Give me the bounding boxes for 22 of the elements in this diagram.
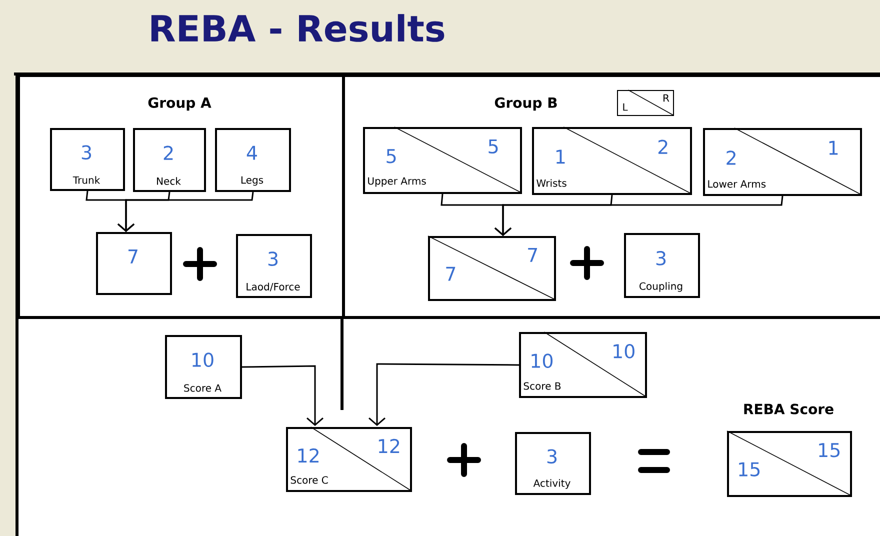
arrow xyxy=(368,363,520,426)
score-box: 3 Laod/Force xyxy=(236,234,312,298)
score-box: 3 Coupling xyxy=(624,233,700,298)
arrow xyxy=(118,192,254,232)
score-box: 4 Legs xyxy=(215,128,291,192)
score-box: 3 Activity xyxy=(515,432,591,495)
node-label: REBA Score xyxy=(744,404,834,414)
split-score-box: 15 15 REBA Score xyxy=(726,404,852,497)
score-box: 3 Trunk xyxy=(50,128,125,191)
left-right-key-box: L R xyxy=(617,90,674,116)
score-box: 10 Score A xyxy=(165,335,242,399)
split-score-box: 12 12 Score C xyxy=(286,426,412,492)
split-score-box: 2 1 Lower Arms xyxy=(703,128,862,196)
arrow xyxy=(242,365,324,426)
score-box: 7 xyxy=(96,232,172,295)
score-box: 2 Neck xyxy=(133,128,206,192)
split-score-box: 1 2 Wrists xyxy=(532,126,692,195)
split-score-box: 5 5 Upper Arms xyxy=(363,126,522,194)
split-score-box: 7 7 xyxy=(428,236,556,301)
split-score-box: 10 10 Score B xyxy=(519,332,647,398)
arrow xyxy=(494,196,784,236)
title: REBA - Results xyxy=(151,14,444,42)
